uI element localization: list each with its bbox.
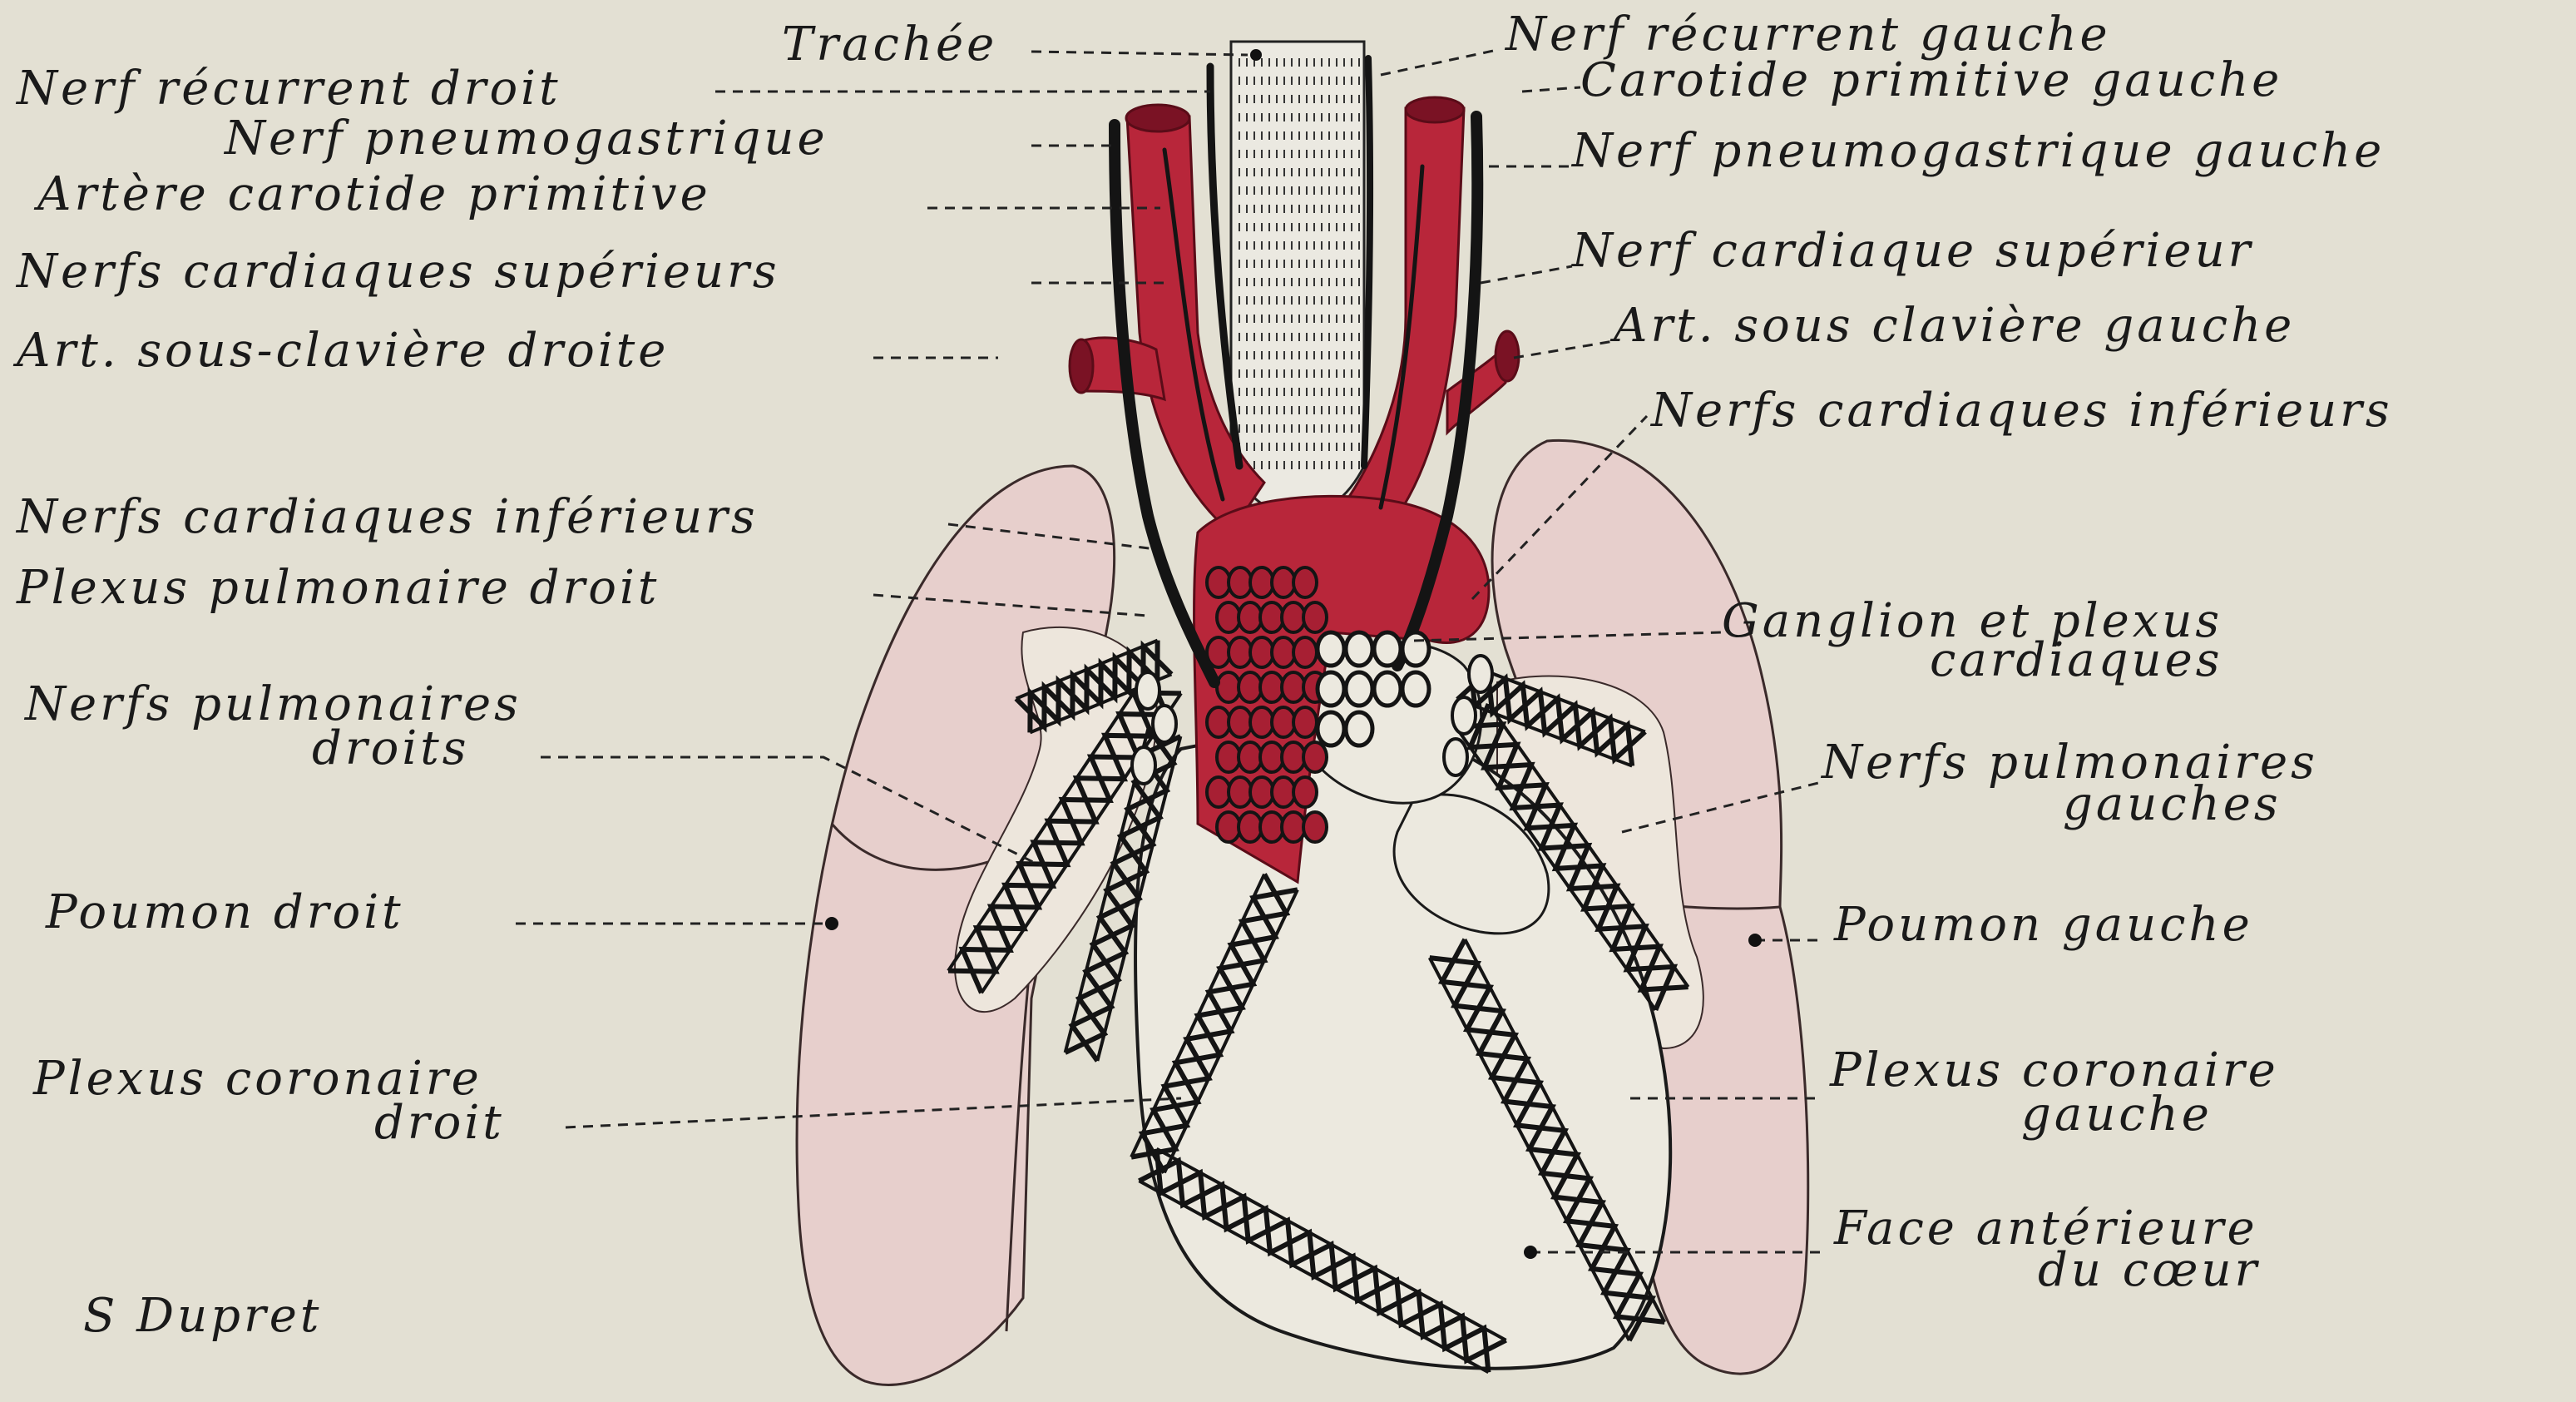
- plexus-cell: [1303, 742, 1327, 772]
- bronchus-ring: [1452, 697, 1476, 734]
- right-carotid-opening: [1126, 105, 1189, 131]
- cardiac-ganglion-cell: [1318, 672, 1344, 706]
- artist-signature: S Dupret: [83, 1289, 322, 1343]
- label-face-anterieure-2: du cœur: [2038, 1243, 2260, 1297]
- plexus-cell: [1217, 672, 1240, 702]
- bronchus-ring: [1153, 706, 1176, 742]
- plexus-cell: [1282, 602, 1305, 632]
- bronchus-ring: [1132, 747, 1155, 784]
- label-nerfs-pulmonaires-gauches-2: gauches: [2063, 777, 2282, 831]
- label-ganglion-2: cardiaques: [1930, 633, 2222, 687]
- bronchus-ring: [1136, 672, 1159, 709]
- plexus-cell: [1229, 777, 1252, 807]
- cardiac-ganglion-cell: [1346, 672, 1372, 706]
- label-trachee: Trachée: [782, 17, 997, 72]
- plexus-cell: [1250, 777, 1273, 807]
- plexus-cell: [1207, 567, 1230, 597]
- cardiac-ganglion-cell: [1402, 672, 1429, 706]
- label-art-sous-claviere-gauche: Art. sous clavière gauche: [1609, 299, 2295, 353]
- cardiac-ganglion-cell: [1318, 712, 1344, 746]
- left-subclavian-opening: [1496, 331, 1519, 381]
- cardiac-ganglion-cell: [1346, 632, 1372, 666]
- plexus-cell: [1272, 707, 1295, 737]
- label-nerfs-pulmonaires-droits-2: droits: [312, 721, 469, 775]
- bronchus-ring: [1444, 739, 1467, 775]
- label-nerf-recurrent-droit: Nerf récurrent droit: [15, 62, 561, 116]
- plexus-cell: [1229, 637, 1252, 667]
- trachea: [1231, 42, 1364, 516]
- plexus-cell: [1282, 672, 1305, 702]
- plexus-cell: [1217, 812, 1240, 842]
- label-nerfs-cardiaques-inferieurs-droit: Nerfs cardiaques inférieurs: [15, 490, 759, 544]
- label-carotide-primitive-gauche: Carotide primitive gauche: [1580, 53, 2282, 107]
- plexus-cell: [1250, 637, 1273, 667]
- label-nerf-cardiaque-superieur: Nerf cardiaque supérieur: [1570, 224, 2253, 278]
- plexus-cell: [1293, 777, 1317, 807]
- plexus-cell: [1239, 812, 1262, 842]
- plexus-cell: [1250, 567, 1273, 597]
- cardiac-ganglion-cell: [1374, 632, 1401, 666]
- plexus-cell: [1282, 742, 1305, 772]
- right-subclavian-opening: [1070, 339, 1093, 393]
- plexus-cell: [1239, 672, 1262, 702]
- plexus-cell: [1217, 742, 1240, 772]
- cardiac-ganglion-cell: [1374, 672, 1401, 706]
- plexus-cell: [1293, 637, 1317, 667]
- cardiac-ganglion-cell: [1346, 712, 1372, 746]
- label-nerf-pneumogastrique-gauche: Nerf pneumogastrique gauche: [1570, 124, 2385, 178]
- plexus-cell: [1260, 742, 1283, 772]
- label-plexus-coronaire-gauche-2: gauche: [2021, 1087, 2213, 1142]
- plexus-cell: [1260, 672, 1283, 702]
- label-artere-carotide-primitive: Artère carotide primitive: [33, 167, 711, 221]
- plexus-cell: [1293, 707, 1317, 737]
- bronchus-ring: [1469, 656, 1492, 692]
- left-carotid-opening: [1406, 97, 1464, 122]
- plexus-cell: [1217, 602, 1240, 632]
- plexus-cell: [1260, 812, 1283, 842]
- plexus-cell: [1282, 812, 1305, 842]
- label-poumon-droit: Poumon droit: [45, 885, 404, 939]
- label-poumon-gauche: Poumon gauche: [1833, 898, 2253, 952]
- cardiac-ganglion-cell: [1402, 632, 1429, 666]
- label-nerf-pneumogastrique: Nerf pneumogastrique: [223, 111, 828, 166]
- plexus-cell: [1229, 707, 1252, 737]
- label-nerfs-cardiaques-superieurs: Nerfs cardiaques supérieurs: [15, 245, 780, 299]
- plexus-cell: [1272, 637, 1295, 667]
- plexus-cell: [1239, 602, 1262, 632]
- plexus-cell: [1239, 742, 1262, 772]
- plexus-cell: [1260, 602, 1283, 632]
- plexus-cell: [1303, 812, 1327, 842]
- plexus-cell: [1303, 602, 1327, 632]
- plexus-cell: [1272, 567, 1295, 597]
- plexus-cell: [1207, 707, 1230, 737]
- plexus-cell: [1293, 567, 1317, 597]
- cardiac-ganglion-cell: [1318, 632, 1344, 666]
- plexus-cell: [1272, 777, 1295, 807]
- plexus-cell: [1207, 777, 1230, 807]
- label-art-sous-claviere-droite: Art. sous-clavière droite: [12, 324, 669, 378]
- plexus-cell: [1229, 567, 1252, 597]
- label-nerfs-cardiaques-inferieurs-gauche: Nerfs cardiaques inférieurs: [1649, 384, 2393, 438]
- label-plexus-pulmonaire-droit: Plexus pulmonaire droit: [16, 561, 660, 615]
- plexus-cell: [1250, 707, 1273, 737]
- label-plexus-coronaire-droit-2: droit: [374, 1096, 505, 1150]
